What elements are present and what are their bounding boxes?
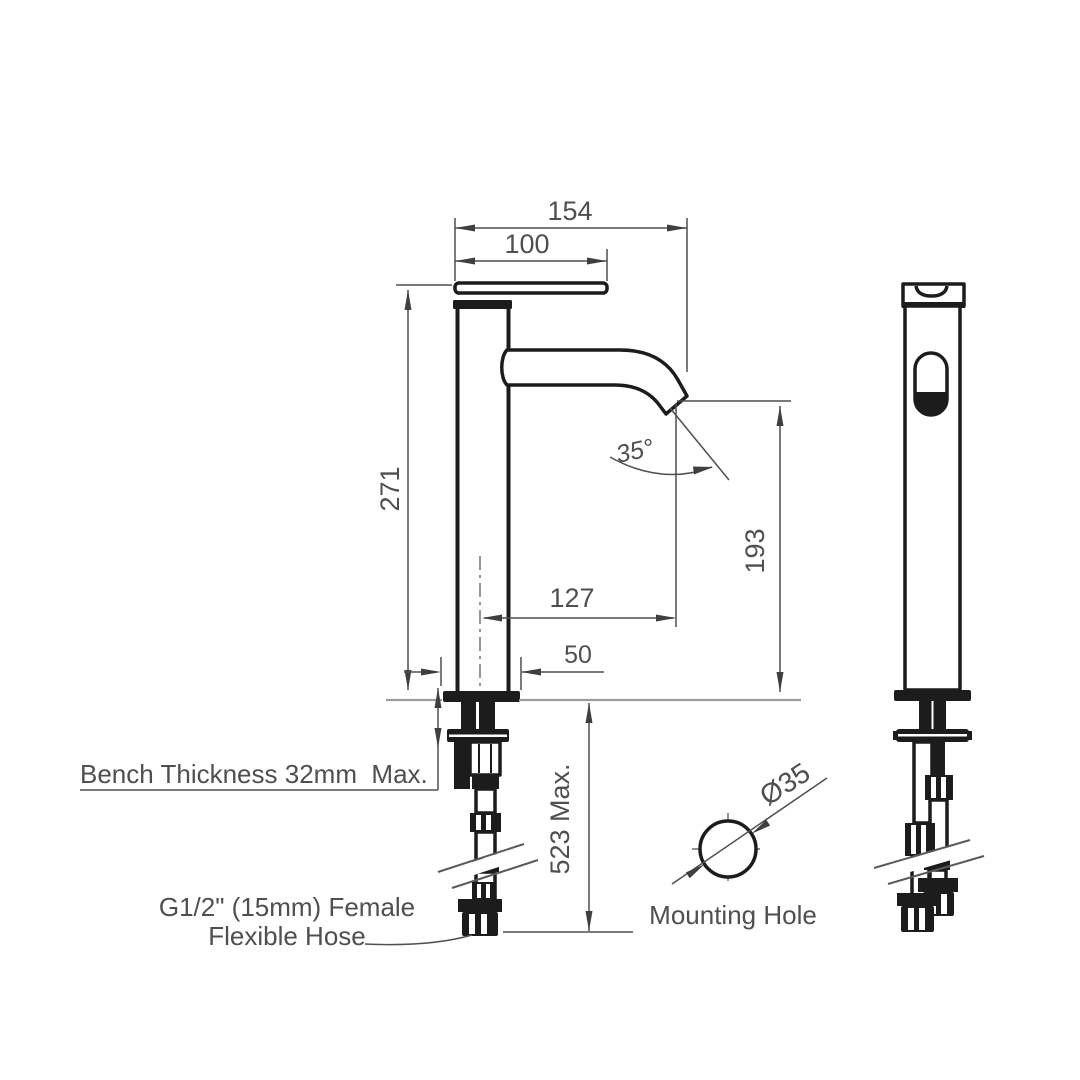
dim-271: 271 [375, 284, 452, 690]
dim-100-label: 100 [504, 229, 549, 259]
dim-50-label: 50 [564, 641, 592, 669]
dim-127-label: 127 [549, 583, 594, 613]
dim-523: 523 Max. [545, 703, 593, 931]
hose-spec-line1: G1/2" (15mm) Female [159, 892, 415, 922]
hose-spec-line2: Flexible Hose [208, 921, 366, 951]
dim-271-label: 271 [375, 466, 405, 511]
front-elevation [437, 281, 689, 936]
dim-154: 154 [454, 196, 688, 372]
dim-100: 100 [455, 229, 608, 281]
dim-523-label: 523 Max. [545, 763, 575, 874]
side-elevation [873, 282, 985, 932]
mounting-hole-circle [698, 819, 758, 879]
body-cap [453, 300, 512, 309]
note-bench-thickness: Bench Thickness 32mm Max. [80, 688, 442, 791]
dim-193-label: 193 [740, 528, 770, 573]
dim-154-label: 154 [547, 196, 592, 226]
handle-lever-plate [453, 281, 609, 295]
dim-35deg-label: 35° [613, 434, 656, 469]
side-underbench-hardware [873, 701, 985, 932]
dim-spout-angle: 35° [609, 407, 730, 481]
mounting-hole-label: Mounting Hole [649, 900, 817, 930]
base-flange [443, 691, 520, 702]
lever-slot [914, 285, 949, 298]
hose-break-symbol [437, 843, 525, 873]
mounting-hole-detail: Ø35 Mounting Hole [649, 757, 828, 930]
hose-leader-line [364, 934, 473, 946]
side-hose-break-symbol [873, 839, 971, 869]
hose-end-nut [458, 899, 502, 912]
diameter-leader-line [671, 777, 828, 885]
side-base-flange [894, 690, 971, 701]
spout [500, 348, 689, 416]
valve-body [468, 740, 502, 777]
side-hose-end-nut [897, 893, 937, 906]
dim-193: 193 [677, 400, 791, 692]
dim-hole-diameter-label: Ø35 [754, 757, 815, 812]
front-underbench-hardware [437, 702, 539, 936]
note-hose-spec: G1/2" (15mm) Female Flexible Hose [159, 892, 473, 951]
bench-thickness-label: Bench Thickness 32mm Max. [80, 759, 428, 789]
dim-127: 127 [482, 403, 677, 627]
dim-50: 50 [404, 641, 604, 690]
